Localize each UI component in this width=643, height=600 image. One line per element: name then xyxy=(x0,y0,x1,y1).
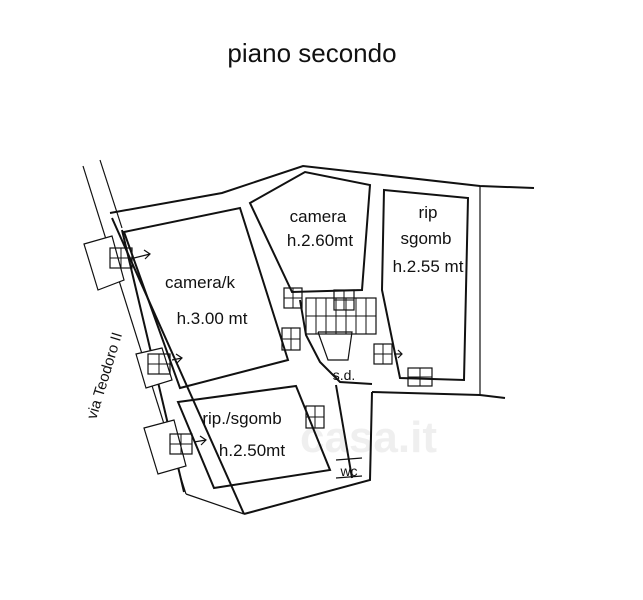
room-rip-sgomb-right-height: h.2.55 mt xyxy=(393,257,464,276)
plan-title: piano secondo xyxy=(227,38,396,68)
room-rip-sgomb-right-name-2: sgomb xyxy=(400,229,451,248)
sd-label: s.d. xyxy=(333,367,356,383)
room-camera-name: camera xyxy=(290,207,347,226)
room-rip-sgomb-right-name-1: rip xyxy=(419,203,438,222)
wc-label: wc xyxy=(339,463,357,479)
room-camera-k xyxy=(122,206,290,390)
room-rip-sgomb-bottom-name: rip./sgomb xyxy=(202,409,281,428)
openings xyxy=(109,247,433,455)
corridor xyxy=(299,299,373,479)
stair xyxy=(305,297,377,335)
street-name: via Teodoro II xyxy=(84,330,127,421)
room-rip-sgomb-bottom-height: h.2.50mt xyxy=(219,441,285,460)
room-camera-height: h.2.60mt xyxy=(287,231,353,250)
room-camera-k-height: h.3.00 mt xyxy=(177,309,248,328)
opening-arrows xyxy=(133,249,403,446)
room-camera xyxy=(248,170,372,294)
room-rip-sgomb-bottom xyxy=(176,384,332,490)
room-camera-k-name: camera/k xyxy=(165,273,235,292)
watermark: casa.it xyxy=(300,413,437,462)
